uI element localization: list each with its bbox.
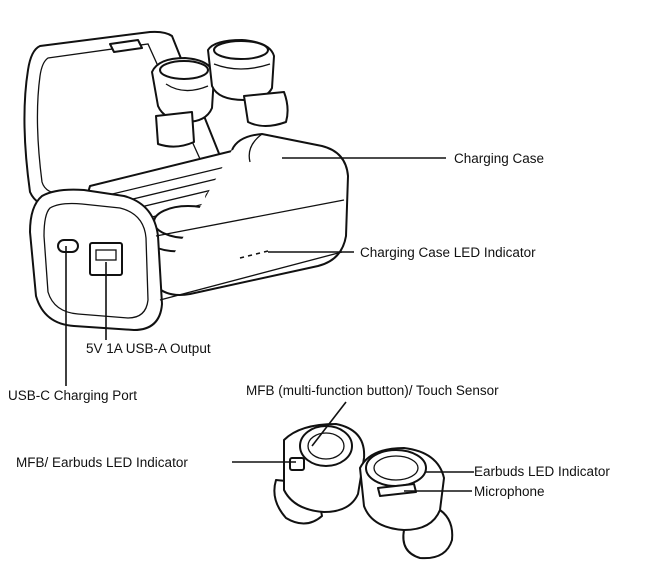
case-front-inner xyxy=(43,202,149,319)
microphone-slot xyxy=(377,483,417,497)
earbuds-illustration xyxy=(273,423,454,560)
label-usb-a-output: 5V 1A USB-A Output xyxy=(86,341,211,356)
callout-lines xyxy=(65,157,474,492)
label-usb-c-port: USB-C Charging Port xyxy=(8,388,137,403)
charging-case-illustration xyxy=(23,30,349,331)
label-mfb-touch: MFB (multi-function button)/ Touch Senso… xyxy=(246,383,499,398)
earbud-left xyxy=(273,423,366,525)
callout-mfb-touch xyxy=(311,401,347,447)
label-microphone: Microphone xyxy=(474,484,545,499)
case-tray-ribs xyxy=(103,161,277,223)
lid-earbud-right xyxy=(207,39,289,127)
case-led-dots xyxy=(239,250,269,259)
lid-earbud-left xyxy=(151,57,215,148)
label-mfb-led: MFB/ Earbuds LED Indicator xyxy=(16,455,188,470)
label-case-led: Charging Case LED Indicator xyxy=(360,245,536,260)
mfb-touch-surface xyxy=(299,425,353,467)
earbud-right xyxy=(359,447,454,560)
mfb-led xyxy=(289,457,305,471)
usb-c-port xyxy=(57,239,79,253)
label-charging-case: Charging Case xyxy=(454,151,544,166)
lid-hinge-tab xyxy=(109,39,143,53)
label-earbuds-led: Earbuds LED Indicator xyxy=(474,464,610,479)
labels: Charging Case Charging Case LED Indicato… xyxy=(8,151,610,499)
